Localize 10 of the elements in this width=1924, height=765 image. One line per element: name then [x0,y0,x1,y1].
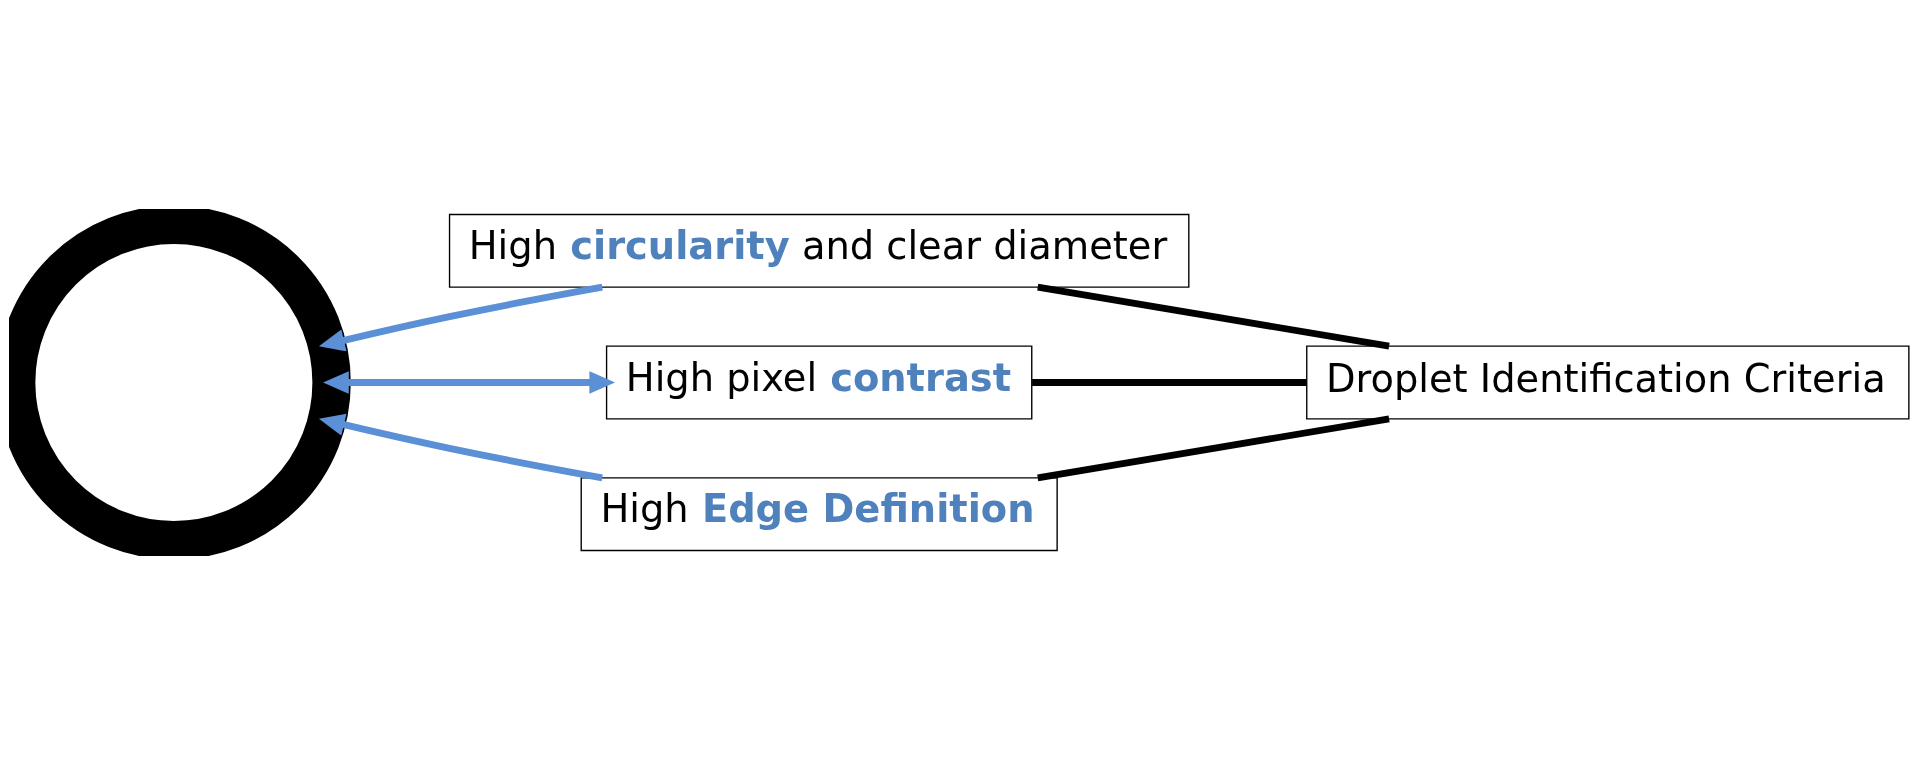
node-box: Droplet Identification Criteria [1305,345,1910,420]
arrow [318,413,603,482]
connector [1036,415,1390,482]
node-box: High Edge Definition [580,477,1058,552]
node-box: High pixel contrast [605,345,1032,420]
connector [1031,379,1306,386]
node-box: High circularity and clear diameter [448,213,1189,288]
arrow [318,283,603,352]
connector [1036,283,1390,350]
arrow [322,371,615,394]
